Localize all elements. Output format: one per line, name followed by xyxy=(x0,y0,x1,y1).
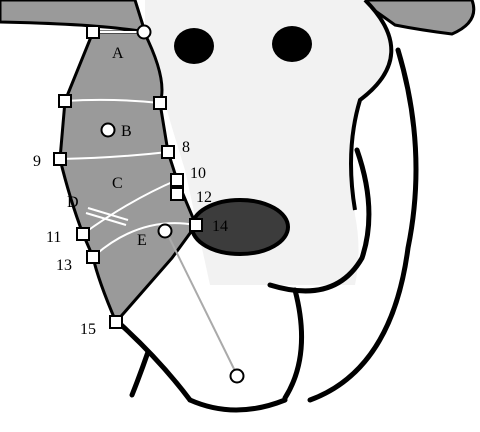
divider-a-b xyxy=(64,98,161,104)
snout-line-bottom xyxy=(187,397,288,413)
label-point-14: 14 xyxy=(212,218,228,235)
handle-b-center[interactable] xyxy=(100,122,116,138)
handle-point-9[interactable] xyxy=(53,152,67,166)
region-d-line-2 xyxy=(85,212,127,226)
right-ear xyxy=(357,0,476,36)
handle-point-13[interactable] xyxy=(86,250,100,264)
ears xyxy=(0,0,476,36)
label-point-8: 8 xyxy=(182,139,190,156)
control-points xyxy=(53,24,245,384)
cheek-region-fill xyxy=(58,30,198,325)
nose xyxy=(190,198,290,256)
handle-pointer-end[interactable] xyxy=(229,368,245,384)
region-dividers xyxy=(59,31,197,258)
label-point-9: 9 xyxy=(33,153,41,170)
snout-line-left xyxy=(115,319,193,403)
face-outline-right xyxy=(349,0,394,211)
label-point-13: 13 xyxy=(56,257,72,274)
label-region-a: A xyxy=(112,45,124,62)
handle-a-top-left[interactable] xyxy=(86,25,100,39)
divider-b-c xyxy=(59,151,169,160)
handle-point-14[interactable] xyxy=(189,218,203,232)
right-eye xyxy=(272,26,312,62)
handle-point-15[interactable] xyxy=(109,315,123,329)
point-labels: 8 9 10 12 11 13 14 15 xyxy=(33,139,228,338)
label-region-e: E xyxy=(137,232,147,249)
snout-line-center xyxy=(282,287,305,401)
label-region-d: D xyxy=(67,194,79,211)
label-point-12: 12 xyxy=(196,189,212,206)
label-point-10: 10 xyxy=(190,165,206,182)
region-d-line-1 xyxy=(87,207,129,221)
handle-point-11[interactable] xyxy=(76,227,90,241)
handle-point-10[interactable] xyxy=(170,173,184,187)
region-d-marker xyxy=(85,207,129,226)
snout-lines xyxy=(115,47,419,413)
cheek-region xyxy=(58,30,198,325)
left-ear xyxy=(0,0,148,34)
left-eye xyxy=(174,28,214,64)
snout-line-left-mid xyxy=(129,349,151,398)
snout-line-right-outer xyxy=(307,47,419,403)
region-labels: A B C D E xyxy=(67,45,147,249)
divider-e-lower xyxy=(92,222,197,258)
handle-e-center[interactable] xyxy=(157,223,173,239)
label-region-c: C xyxy=(112,175,123,192)
handle-point-12[interactable] xyxy=(170,187,184,201)
divider-c-e xyxy=(82,179,178,235)
handle-point-8[interactable] xyxy=(161,145,175,159)
handle-a-top-right[interactable] xyxy=(136,24,152,40)
label-point-15: 15 xyxy=(80,321,96,338)
label-region-b: B xyxy=(121,123,132,140)
snout-line-right-inner xyxy=(267,147,372,294)
label-point-11: 11 xyxy=(46,229,61,246)
pointer-line xyxy=(165,230,238,376)
handle-b-right[interactable] xyxy=(153,96,167,110)
handle-b-left[interactable] xyxy=(58,94,72,108)
